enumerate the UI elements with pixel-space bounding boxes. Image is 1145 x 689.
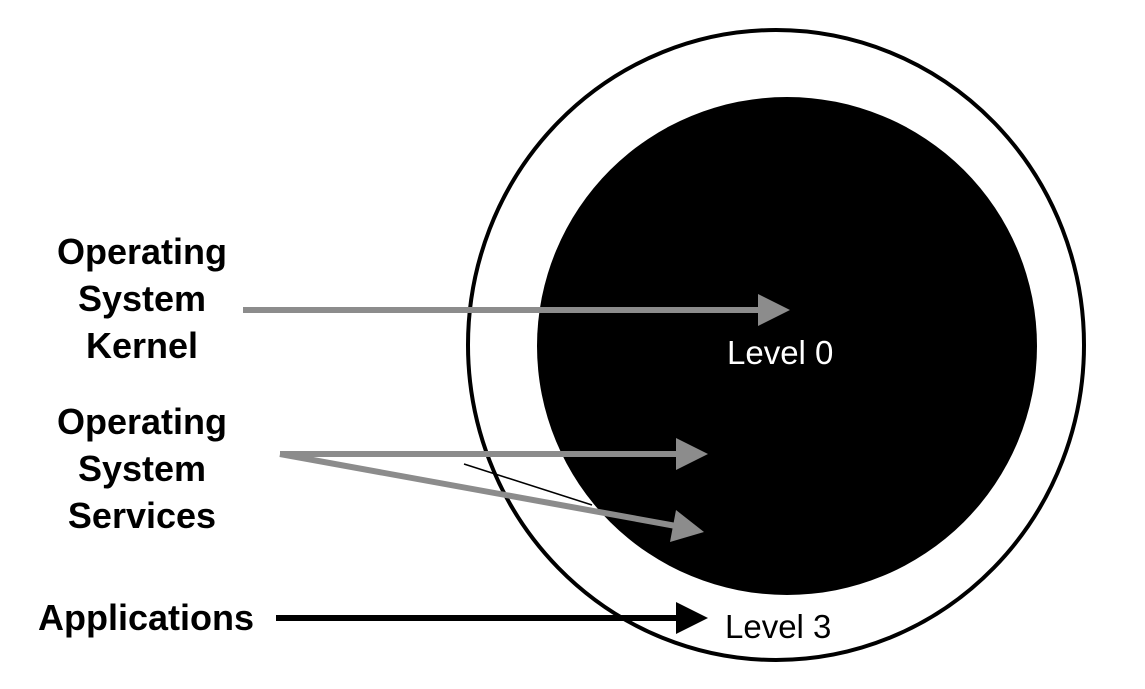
services-arrow-upper — [280, 438, 708, 470]
inner-ring — [537, 97, 1037, 595]
kernel-label-line-1: Operating — [56, 231, 227, 272]
kernel-arrow — [243, 294, 790, 326]
applications-label: Applications — [38, 597, 255, 638]
level-0-label: Level 0 — [727, 334, 834, 371]
services-label: Operating System Services — [42, 398, 242, 539]
services-label-line-3: Services — [67, 495, 217, 536]
kernel-label: Operating System Kernel — [42, 228, 242, 369]
services-label-line-2: System — [77, 448, 207, 489]
kernel-label-line-2: System — [77, 278, 207, 319]
thin-guide-line — [463, 463, 593, 506]
kernel-label-line-3: Kernel — [85, 325, 199, 366]
services-label-line-1: Operating — [56, 401, 227, 442]
level-3-label: Level 3 — [725, 608, 832, 645]
services-arrow-lower — [279, 451, 704, 542]
applications-arrow — [276, 602, 708, 634]
